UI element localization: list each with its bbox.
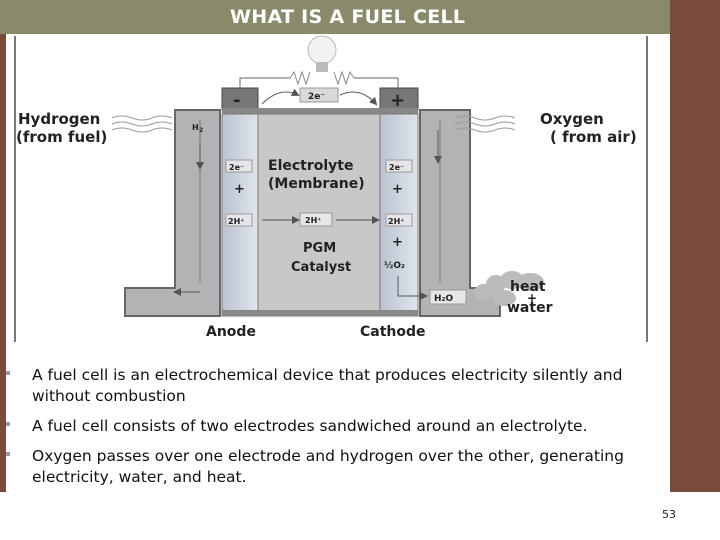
bullet-marker	[6, 371, 10, 375]
oxygen-source-label: ( from air)	[550, 128, 637, 146]
bullet-text: A fuel cell consists of two electrodes s…	[32, 417, 588, 435]
oxygen-label: Oxygen	[540, 110, 604, 128]
title-bar: WHAT IS A FUEL CELL	[0, 0, 670, 34]
anode-electrons: 2e⁻	[229, 163, 244, 172]
light-bulb-icon	[307, 35, 337, 72]
anode-housing	[124, 109, 221, 317]
catalyst-label-1: PGM	[303, 241, 336, 256]
cathode-plus-2: +	[392, 235, 403, 250]
bullet-text: Oxygen passes over one electrode and hyd…	[32, 447, 624, 486]
membrane-protons: 2H⁺	[305, 216, 321, 225]
cathode-electrons: 2e⁻	[389, 163, 404, 172]
cathode-protons: 2H⁺	[388, 217, 404, 226]
water-output: H₂O	[434, 294, 453, 304]
catalyst-label-2: Catalyst	[291, 260, 351, 275]
left-decor-stripe	[0, 0, 6, 492]
water-out-label: water	[507, 300, 553, 316]
anode-protons: 2H⁺	[228, 217, 244, 226]
steam-icon	[474, 271, 544, 306]
electrolyte-label: Electrolyte	[268, 158, 353, 174]
anode-label: Anode	[206, 324, 256, 340]
membrane-label: (Membrane)	[268, 176, 365, 192]
cathode-label: Cathode	[360, 324, 426, 340]
fuel-cell-svg: 2e⁻ - + Hydrogen (from fuel) H 2 Oxygen …	[16, 35, 637, 340]
bullet-item: A fuel cell is an electrochemical device…	[6, 365, 646, 407]
h2-subscript: 2	[199, 127, 203, 134]
top-electrons-label: 2e⁻	[308, 92, 325, 102]
bullet-text: A fuel cell is an electrochemical device…	[32, 366, 623, 405]
cathode-plus-1: +	[392, 182, 403, 197]
slide-title: WHAT IS A FUEL CELL	[230, 6, 466, 28]
anode-plus: +	[234, 182, 245, 197]
h2-label: H	[192, 123, 199, 132]
right-decor-stripe	[670, 0, 720, 492]
bullet-item: Oxygen passes over one electrode and hyd…	[6, 446, 646, 488]
half-oxygen: ½O₂	[384, 260, 405, 271]
positive-sign: +	[390, 90, 405, 111]
bullet-item: A fuel cell consists of two electrodes s…	[6, 416, 646, 437]
hydrogen-source-label: (from fuel)	[16, 128, 107, 146]
bullet-marker	[6, 452, 10, 456]
hydrogen-label: Hydrogen	[18, 110, 100, 128]
bullet-list: A fuel cell is an electrochemical device…	[6, 365, 646, 497]
negative-sign: -	[233, 90, 240, 111]
heat-label: heat	[510, 279, 546, 295]
heat-plus: +	[527, 291, 537, 305]
page-number: 53	[662, 508, 676, 521]
bullet-marker	[6, 422, 10, 426]
